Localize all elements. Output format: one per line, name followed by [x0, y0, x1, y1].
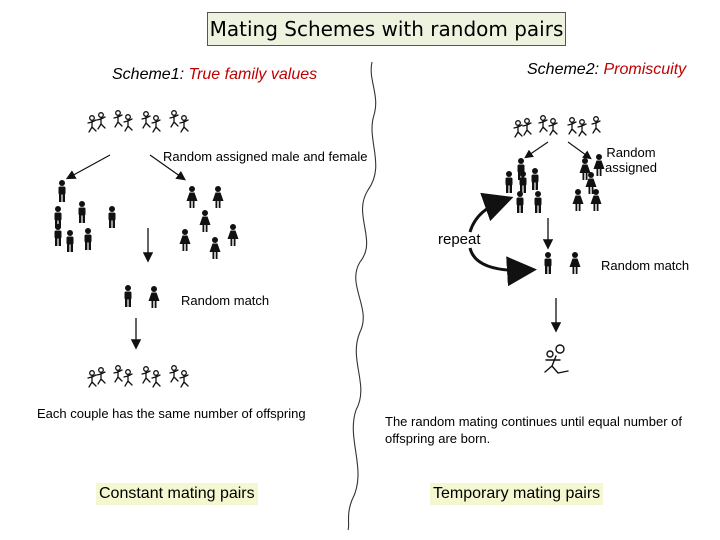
right-assign-arrow-female	[567, 141, 592, 160]
left-offspring-bottom	[87, 365, 189, 388]
repeat-label: repeat	[438, 231, 481, 248]
divider-line	[347, 61, 377, 531]
left-offspring-top	[87, 110, 189, 133]
right-male-group	[505, 158, 542, 213]
assign-arrow-female	[149, 154, 186, 181]
scheme1-prefix: Scheme1:	[112, 66, 189, 83]
right-assign-arrow-male	[524, 141, 549, 159]
right-assigned-label: Random assigned	[600, 145, 662, 175]
right-pair	[544, 252, 581, 274]
left-pair	[124, 285, 160, 308]
left-offspring-note: Each couple has the same number of offsp…	[37, 406, 306, 421]
constant-pairs-label: Constant mating pairs	[96, 483, 258, 505]
right-match-label: Random match	[601, 258, 690, 273]
right-continue-line2: offspring are born.	[385, 431, 491, 446]
scheme2-heading: Scheme2: Promiscuity	[527, 61, 686, 79]
right-offspring-top	[513, 115, 601, 138]
left-assigned-label: Random assigned male and female	[163, 149, 368, 164]
right-assigned-line2: assigned	[604, 160, 658, 175]
diagram-title: Mating Schemes with random pairs	[207, 12, 566, 46]
scheme1-name: True family values	[188, 66, 318, 83]
right-assigned-line1: Random	[606, 145, 656, 160]
female-group	[179, 186, 239, 259]
scheme2-prefix: Scheme2:	[527, 61, 604, 78]
scheme2-name: Promiscuity	[603, 61, 687, 78]
right-continue-line1: The random mating continues until equal …	[385, 414, 683, 429]
scheme1-heading: Scheme1: True family values	[112, 66, 317, 84]
temporary-pairs-label: Temporary mating pairs	[430, 483, 604, 505]
right-continue-note: The random mating continues until equal …	[385, 413, 682, 447]
repeat-arrow-up	[468, 192, 514, 233]
left-match-label: Random match	[181, 293, 270, 308]
male-group	[54, 180, 116, 252]
assign-arrow-male	[65, 154, 111, 180]
repeat-arrow-right	[468, 247, 537, 287]
lover-figure-icon	[544, 344, 569, 374]
